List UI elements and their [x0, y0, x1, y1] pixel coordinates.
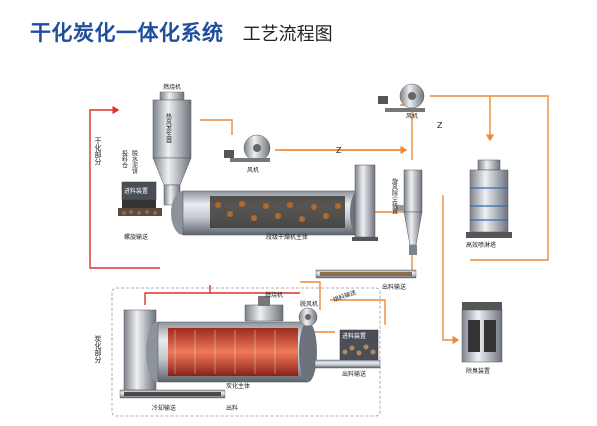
carbonizer-body: [123, 296, 317, 391]
label-fan-mid: 风机: [247, 166, 259, 174]
label-burner-top: 燃烧机: [163, 83, 181, 91]
diagram-title: 干化炭化一体化系统 工艺流程图: [30, 17, 333, 47]
label-carbon-body: 炭化主体: [226, 382, 250, 390]
label-hot-air-generator: 热风发生器: [165, 112, 172, 144]
label-feed-device-top: 进料装置: [124, 187, 148, 195]
middle-fan: [224, 134, 271, 162]
label-feed-bin: 投料仓: [121, 149, 128, 168]
cyclone-separator: [396, 169, 423, 255]
label-fan-right: 风机: [406, 112, 418, 120]
right-fan: [378, 83, 425, 112]
dryer-body: [171, 164, 378, 241]
feed-bin: [118, 181, 162, 216]
label-discharge-conveyor: 出料输送: [382, 283, 406, 291]
label-dry-material: 烘料输送: [332, 288, 357, 304]
deodor-unit: [461, 302, 503, 363]
title-sub: 工艺流程图: [242, 24, 333, 45]
carbon-section-boundary: [111, 287, 381, 417]
label-screw-conveyor: 螺旋输送: [124, 233, 148, 241]
bottom-feed-device: [314, 329, 381, 369]
label-burner-bottom: 燃烧机: [265, 291, 283, 299]
label-discharge-conveyor2: 出料输送: [342, 370, 366, 378]
label-feed-device-bottom: 进料装置: [342, 332, 366, 340]
label-cyclone: 旋风除尘装置: [391, 177, 398, 214]
label-carbon-section: 炭化部分: [94, 335, 102, 364]
label-z-mark-1: Z: [336, 146, 342, 155]
cooling-conveyor: [119, 389, 226, 399]
label-discharge: 出料: [226, 404, 238, 412]
label-dewater-sludge: 脱水泥饼: [131, 149, 138, 175]
label-dryer-body: 段级干燥机主体: [266, 233, 308, 241]
label-z-mark-2: Z: [437, 121, 443, 130]
label-induced-fan: 脱风机: [300, 300, 318, 308]
dryer-discharge-conveyor: [315, 269, 417, 279]
label-deodor: 除臭装置: [466, 367, 490, 375]
scrubber-tower: [466, 159, 512, 238]
label-drying-section: 干化部分: [94, 137, 102, 166]
title-main: 干化炭化一体化系统: [30, 21, 224, 45]
induced-fan: [298, 307, 318, 327]
hot-air-generator: [152, 91, 192, 206]
label-cooling-conveyor: 冷却输送: [152, 404, 176, 412]
label-scrubber: 高效喷淋塔: [466, 241, 496, 249]
